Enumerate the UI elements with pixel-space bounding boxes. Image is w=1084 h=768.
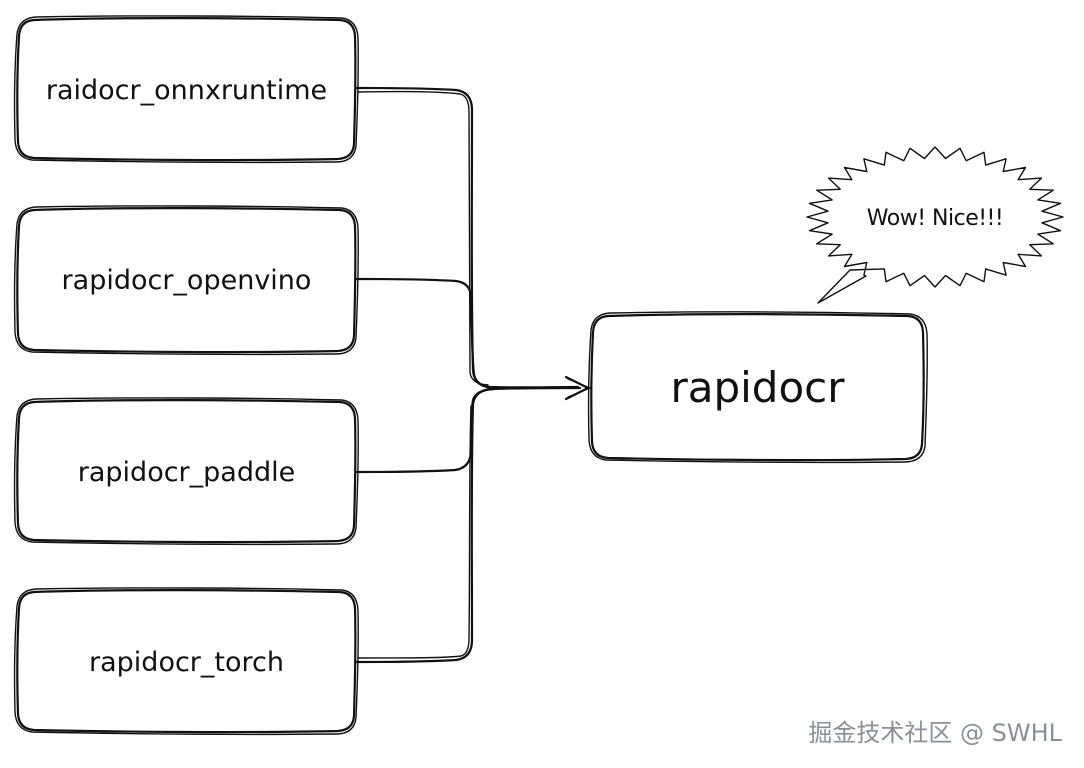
source-label-paddle: rapidocr_paddle <box>77 456 296 488</box>
connector-lines <box>354 86 582 664</box>
source-label-onnxruntime: raidocr_onnxruntime <box>45 74 328 106</box>
speech-bubble <box>806 146 1064 304</box>
target-label: rapidocr <box>670 363 845 412</box>
source-box-onnxruntime <box>13 15 359 164</box>
source-box-openvino <box>13 205 359 356</box>
watermark: 掘金技术社区 @ SWHL <box>808 719 1062 747</box>
arrowhead <box>564 375 591 401</box>
callout-text: Wow! Nice!!! <box>866 205 1004 231</box>
source-label-torch: rapidocr_torch <box>89 646 284 678</box>
target-box-rapidocr <box>587 311 928 464</box>
source-box-torch <box>13 587 359 736</box>
source-box-paddle <box>13 397 359 546</box>
source-label-openvino: rapidocr_openvino <box>61 264 312 296</box>
